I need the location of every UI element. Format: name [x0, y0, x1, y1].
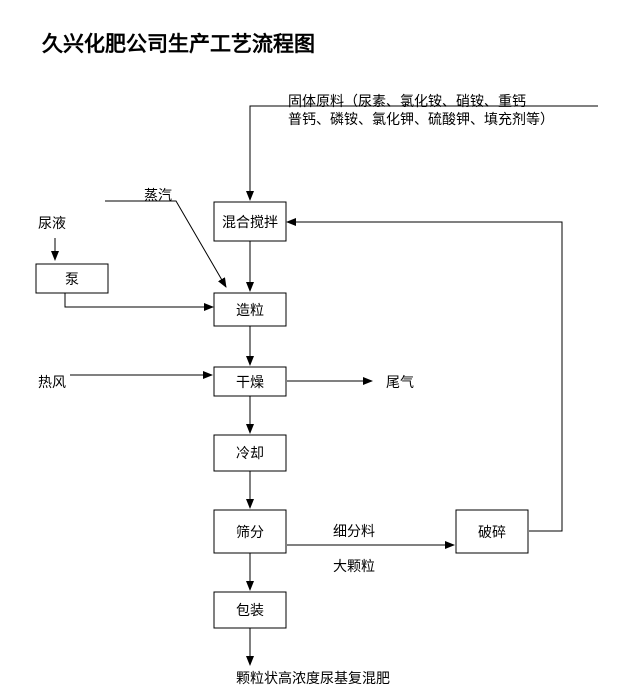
steam-label: 蒸汽	[144, 188, 172, 204]
hot-air-label: 热风	[38, 375, 66, 391]
screening-step-label: 筛分	[236, 525, 264, 541]
pump-to-granulation-line	[64, 293, 214, 311]
solid-raw-materials-label-line2: 普钙、磷铵、氯化钾、硫酸钾、填充剂等）	[288, 111, 554, 128]
large-granules-label: 大颗粒	[333, 559, 375, 575]
steam-feed-line	[105, 200, 227, 288]
tail-gas-label: 尾气	[386, 375, 414, 391]
mixing-step: 混合搅拌	[213, 201, 287, 242]
packing-step-label: 包装	[236, 603, 264, 619]
pump-step: 泵	[35, 263, 109, 294]
cooling-step: 冷却	[213, 434, 287, 472]
crushing-recycle-line	[286, 218, 563, 532]
raw-material-feed-line	[246, 105, 598, 201]
drying-step: 干燥	[213, 366, 287, 397]
crushing-step-label: 破碎	[478, 525, 506, 541]
page-title: 久兴化肥公司生产工艺流程图	[42, 32, 315, 56]
product-label: 颗粒状高浓度尿基复混肥	[236, 670, 390, 687]
granulation-step-label: 造粒	[236, 303, 264, 319]
screening-step: 筛分	[213, 509, 287, 554]
granulation-step: 造粒	[213, 292, 287, 327]
fines-label: 细分料	[333, 524, 375, 540]
packing-step: 包装	[213, 591, 287, 629]
drying-step-label: 干燥	[236, 375, 264, 391]
urea-solution-label: 尿液	[38, 216, 66, 232]
solid-raw-materials-label-line1: 固体原料（尿素、氯化铵、硝铵、重钙	[288, 94, 526, 110]
pump-step-label: 泵	[65, 272, 79, 288]
cooling-step-label: 冷却	[236, 446, 264, 462]
crushing-step: 破碎	[455, 509, 529, 554]
mixing-step-label: 混合搅拌	[222, 215, 278, 231]
